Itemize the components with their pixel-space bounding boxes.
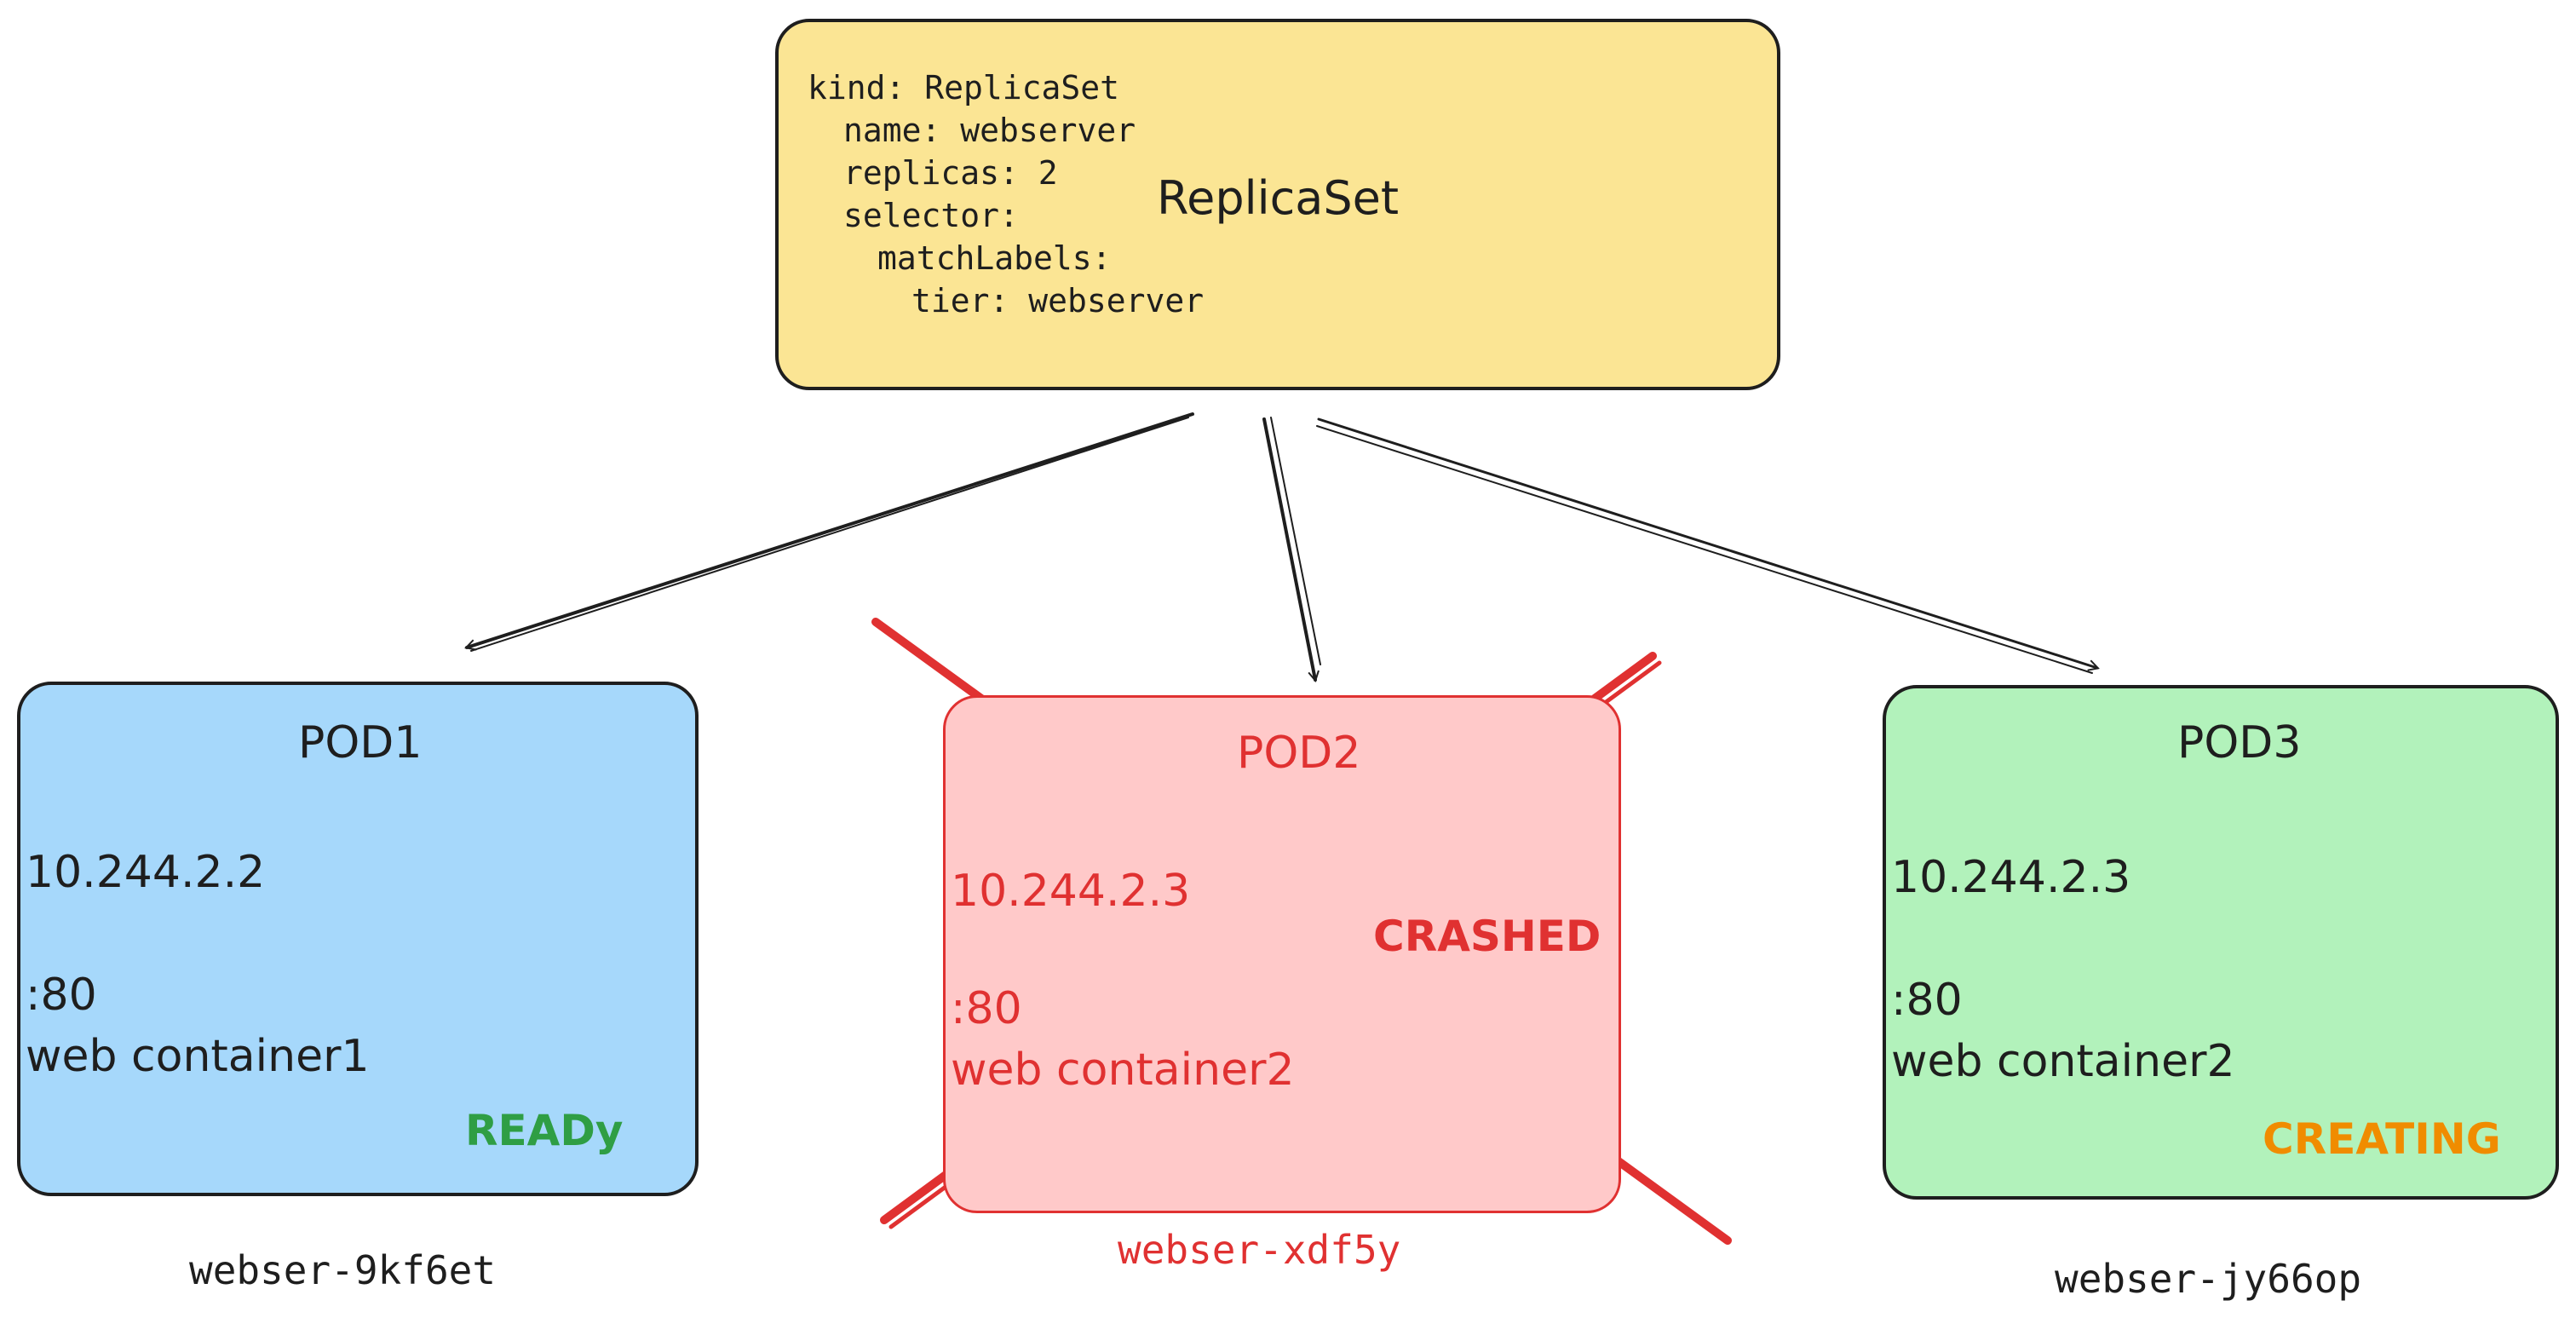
arrow-to-pod2 <box>1262 417 1315 680</box>
arrow-to-pod3 <box>1317 417 2097 668</box>
pod1-status: READy <box>465 1106 624 1155</box>
arrow-to-pod2-shadow <box>1270 417 1321 665</box>
yaml-line-replicas: replicas: 2 <box>843 154 1058 192</box>
pod3-status: CREATING <box>2263 1114 2501 1164</box>
pod1-ip: 10.244.2.2 <box>26 847 266 898</box>
pod3-port: :80 <box>1891 975 1963 1026</box>
pod1-box <box>17 682 699 1196</box>
yaml-line-tier: tier: webserver <box>911 282 1205 319</box>
pod2-box <box>943 695 1621 1213</box>
arrow-to-pod3-shadow <box>1316 425 2093 674</box>
yaml-line-kind: kind: ReplicaSet <box>808 69 1120 106</box>
pod2-port: :80 <box>951 983 1022 1034</box>
pod3-container: web container2 <box>1891 1036 2235 1087</box>
yaml-line-selector: selector: <box>843 197 1019 234</box>
yaml-line-matchlabels: matchLabels: <box>877 239 1112 277</box>
pod2-title: POD2 <box>1237 728 1361 779</box>
replicaset-box <box>775 19 1780 390</box>
arrow-to-pod1-shadow <box>470 417 1189 652</box>
pod3-ip: 10.244.2.3 <box>1891 852 2131 903</box>
yaml-line-name: name: webserver <box>843 112 1136 149</box>
pod3-title: POD3 <box>2177 717 2302 768</box>
pod3-name: webser-jy66op <box>2055 1256 2362 1302</box>
pod2-ip: 10.244.2.3 <box>951 866 1191 917</box>
pod3-box <box>1883 685 2559 1200</box>
pod2-status: CRASHED <box>1373 912 1601 961</box>
pod1-name: webser-9kf6et <box>189 1247 497 1293</box>
replicaset-title: ReplicaSet <box>1157 171 1400 225</box>
pod1-title: POD1 <box>298 717 423 768</box>
pod2-name: webser-xdf5y <box>1118 1227 1401 1273</box>
pod1-port: :80 <box>26 970 97 1021</box>
pod2-container: web container2 <box>951 1045 1295 1096</box>
pod1-container: web container1 <box>26 1031 370 1082</box>
arrow-to-pod1 <box>467 412 1194 647</box>
